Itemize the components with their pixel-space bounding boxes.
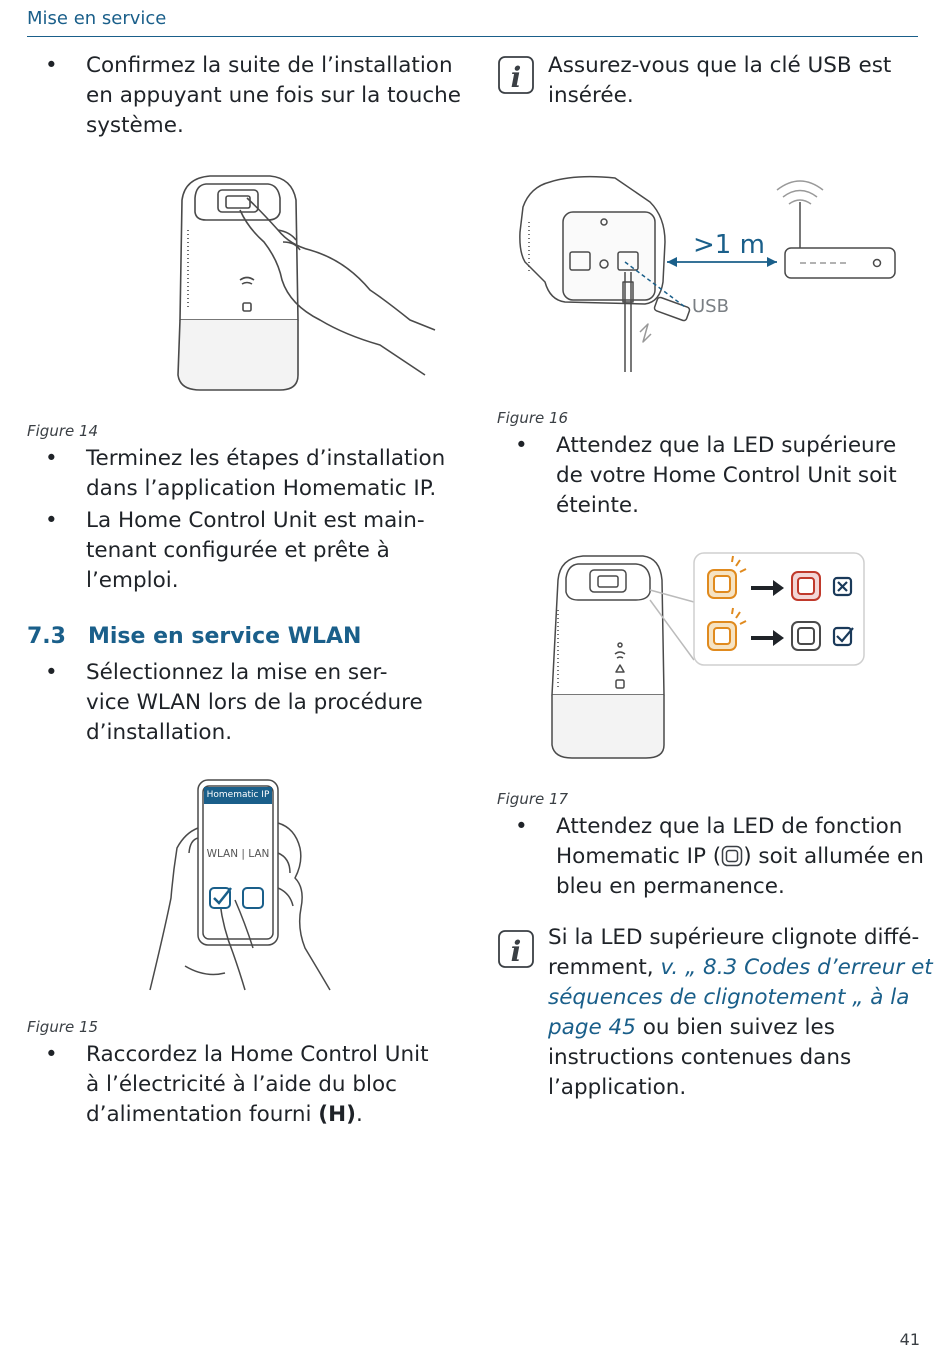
info-icon: i xyxy=(498,930,534,968)
info-usb-inserted: Assurez-vous que la clé USB est insérée. xyxy=(548,51,928,111)
bullet-text: d’alimentation fourni xyxy=(86,1102,319,1127)
figure-16-caption: Figure 16 xyxy=(497,409,569,427)
info-text: remment, xyxy=(548,955,661,980)
bullet-dot: • xyxy=(515,814,528,839)
bullet-line: système. xyxy=(86,113,184,138)
bullet-text: Homematic IP ( xyxy=(556,844,722,869)
info-line: séquences de clignotement „ à la xyxy=(548,983,933,1013)
bullet-dot: • xyxy=(45,53,58,78)
bullet-dot: • xyxy=(45,660,58,685)
power-supply-ref: (H) xyxy=(318,1102,356,1127)
bullet-line: dans l’application Homematic IP. xyxy=(86,476,437,501)
bullet-line: éteinte. xyxy=(556,493,639,518)
info-icon: i xyxy=(498,56,534,94)
bullet-line: d’installation. xyxy=(86,720,233,745)
bullet-dot: • xyxy=(45,1042,58,1067)
homematic-led-icon xyxy=(721,845,743,867)
wlan-lan-option[interactable]: WLAN | LAN xyxy=(206,848,270,860)
info-line: insérée. xyxy=(548,83,634,108)
bullet-line: vice WLAN lors de la procédure xyxy=(86,690,423,715)
usb-label: USB xyxy=(692,296,729,317)
bullet-wait-led-off: • Attendez que la LED supérieure de votr… xyxy=(515,431,935,521)
bullet-text: . xyxy=(355,1102,363,1127)
phone-app-bar: Homematic IP xyxy=(204,787,272,804)
section-number: 7.3 xyxy=(27,624,66,649)
bullet-connect-power: • Raccordez la Home Control Unit à l’éle… xyxy=(45,1040,465,1130)
figure-16-illustration xyxy=(519,175,896,372)
bullet-line: Confirmez la suite de l’installation xyxy=(86,53,453,78)
error-codes-link-cont[interactable]: séquences de clignotement „ à la xyxy=(548,985,910,1010)
bullet-dot: • xyxy=(515,433,528,458)
error-codes-link[interactable]: v. „ 8.3 Codes d’erreur et xyxy=(660,955,933,980)
figure-14-illustration xyxy=(177,175,436,391)
bullet-line: en appuyant une fois sur la touche xyxy=(86,83,461,108)
section-title: Mise en service WLAN xyxy=(88,624,362,649)
selection-checkboxes xyxy=(209,887,264,909)
bullet-dot: • xyxy=(45,446,58,471)
page-45-link[interactable]: page 45 xyxy=(548,1015,636,1040)
bullet-line: Raccordez la Home Control Unit xyxy=(86,1042,429,1067)
bullet-line: d’alimentation fourni (H). xyxy=(86,1100,465,1130)
info-led-blinking: Si la LED supérieure clignote diffé- rem… xyxy=(548,923,933,1103)
running-header: Mise en service xyxy=(27,8,167,29)
figure-15-illustration: Homematic IP WLAN | LAN xyxy=(145,778,335,993)
info-text: ou bien suivez les xyxy=(635,1015,835,1040)
bullet-line: à l’électricité à l’aide du bloc xyxy=(86,1072,397,1097)
svg-text:i: i xyxy=(511,61,522,94)
figure-17-illustration xyxy=(551,552,865,759)
bullet-unit-configured: • La Home Control Unit est main- tenant … xyxy=(45,506,465,596)
app-name: Homematic IP xyxy=(206,790,270,800)
info-line: l’application. xyxy=(548,1075,687,1100)
bullet-line: Terminez les étapes d’installation xyxy=(86,446,446,471)
bullet-line: La Home Control Unit est main- xyxy=(86,508,425,533)
bullet-dot: • xyxy=(45,508,58,533)
bullet-wait-led-blue: • Attendez que la LED de fonction Homema… xyxy=(515,812,935,902)
info-line: page 45 ou bien suivez les xyxy=(548,1013,933,1043)
info-line: Assurez-vous que la clé USB est xyxy=(548,53,892,78)
header-divider xyxy=(27,36,918,37)
bullet-line: l’emploi. xyxy=(86,568,179,593)
page-number: 41 xyxy=(899,1330,920,1349)
distance-label: >1 m xyxy=(693,230,765,260)
info-line: Si la LED supérieure clignote diffé- xyxy=(548,925,920,950)
bullet-line: bleu en permanence. xyxy=(556,874,785,899)
bullet-line: Attendez que la LED supérieure xyxy=(556,433,897,458)
figure-17-caption: Figure 17 xyxy=(497,790,569,808)
figure-15-caption: Figure 15 xyxy=(27,1018,99,1036)
bullet-line: tenant configurée et prête à xyxy=(86,538,390,563)
bullet-finish-steps: • Terminez les étapes d’installation dan… xyxy=(45,444,465,504)
bullet-confirm-install: • Confirmez la suite de l’installation e… xyxy=(45,51,465,141)
bullet-line: Attendez que la LED de fonction xyxy=(556,814,903,839)
svg-text:i: i xyxy=(511,935,522,968)
info-line: remment, v. „ 8.3 Codes d’erreur et xyxy=(548,953,933,983)
bullet-select-wlan: • Sélectionnez la mise en ser- vice WLAN… xyxy=(45,658,465,748)
bullet-line: Homematic IP ( ) soit allumée en xyxy=(556,842,935,872)
bullet-line: Sélectionnez la mise en ser- xyxy=(86,660,388,685)
figure-14-caption: Figure 14 xyxy=(27,422,99,440)
bullet-line: de votre Home Control Unit soit xyxy=(556,463,897,488)
info-line: instructions contenues dans xyxy=(548,1045,852,1070)
bullet-text: ) soit allumée en xyxy=(743,844,924,869)
